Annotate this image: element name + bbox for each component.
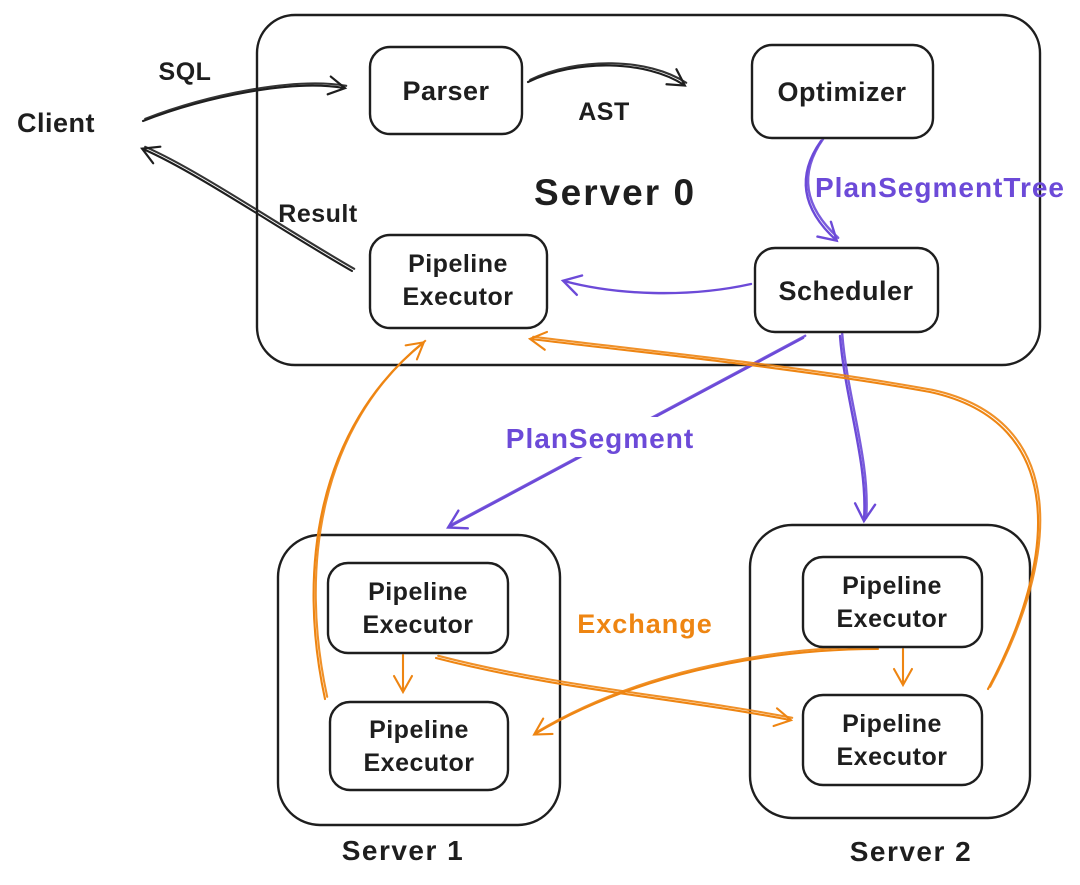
optimizer-box — [750, 43, 935, 140]
server1-executor-top-label-line1: Pipeline — [368, 578, 468, 606]
client-label: Client — [17, 108, 95, 138]
edge-scheduler-to-server2 — [838, 334, 877, 524]
ast-edge-label: AST — [578, 98, 630, 126]
exchange-edge-label: Exchange — [577, 609, 713, 639]
server1-label: Server 1 — [342, 835, 465, 866]
server2-executor-top-label-line2: Executor — [837, 605, 948, 633]
edge-optimizer-to-scheduler — [804, 139, 839, 243]
server1-executor-top-label-line2: Executor — [363, 611, 474, 639]
server0-label: Server 0 — [534, 172, 696, 213]
plan-segment-label-mask — [510, 417, 694, 457]
sql-edge-label: SQL — [159, 58, 212, 86]
edge-server2-to-server1-exchange — [532, 647, 880, 736]
server0-pipeline-executor-box — [368, 233, 549, 330]
edge-server2-to-executor0-exchange — [527, 330, 1040, 691]
edge-scheduler-to-executor0 — [560, 274, 753, 297]
edge-parser-to-optimizer — [526, 64, 687, 87]
edge-client-to-parser — [141, 75, 348, 123]
server2-executor-bottom-label-line1: Pipeline — [842, 710, 942, 738]
server1-pipeline-executor-top-box — [326, 561, 510, 655]
server0-executor-label-line2: Executor — [403, 283, 514, 311]
server1-pipeline-executor-bottom-box — [328, 700, 510, 792]
result-edge-label: Result — [278, 200, 358, 228]
server2-executor-top-label-line1: Pipeline — [842, 572, 942, 600]
plan-segment-edge-label: PlanSegment — [506, 423, 694, 454]
edge-server1-to-executor0-exchange — [312, 341, 426, 701]
scheduler-label: Scheduler — [778, 276, 913, 306]
scheduler-box — [753, 246, 940, 334]
server0-executor-label-line1: Pipeline — [408, 250, 508, 278]
parser-label: Parser — [402, 76, 489, 106]
server1-executor-bottom-label-line2: Executor — [364, 749, 475, 777]
optimizer-label: Optimizer — [777, 77, 906, 107]
server2-pipeline-executor-top-box — [801, 555, 984, 649]
server1-executor-bottom-label-line1: Pipeline — [369, 716, 469, 744]
server2-pipeline-executor-bottom-box — [801, 693, 984, 787]
parser-box — [368, 45, 524, 136]
edge-executor-to-client-result — [140, 145, 354, 273]
server2-label: Server 2 — [850, 836, 973, 867]
plan-segment-tree-edge-label: PlanSegmentTree — [815, 172, 1065, 203]
server2-executor-bottom-label-line2: Executor — [837, 743, 948, 771]
